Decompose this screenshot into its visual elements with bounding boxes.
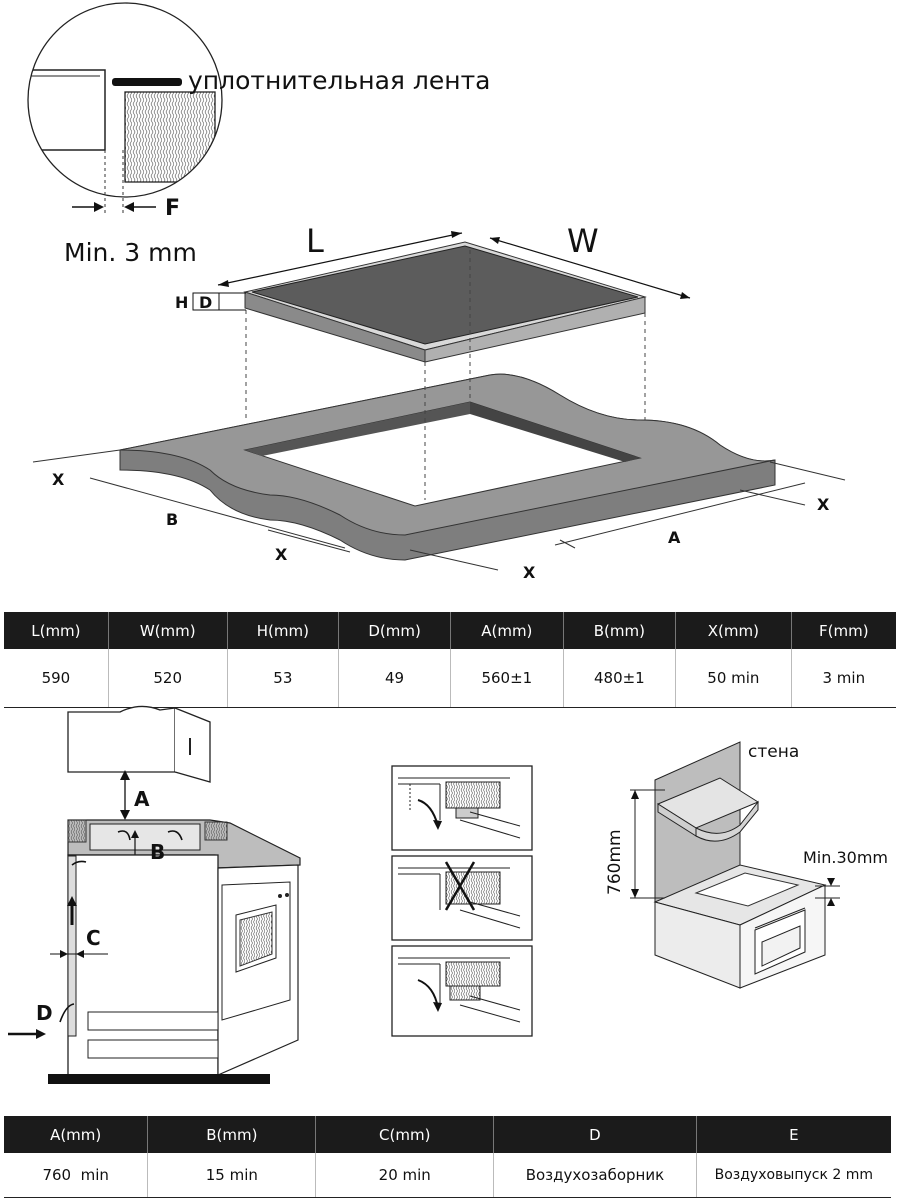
dim-x-bottom-label: X <box>275 545 288 564</box>
table-header-cell: C(mm) <box>315 1116 495 1153</box>
table-cell: Воздухозаборник <box>493 1153 697 1198</box>
table-cell: 560±1 <box>450 649 564 708</box>
detail-circle-outline <box>27 2 223 198</box>
dimensions-table-header: L(mm) W(mm) H(mm) D(mm) A(mm) B(mm) X(mm… <box>4 612 896 649</box>
table-header-cell: A(mm) <box>450 612 564 649</box>
cutout-diagram <box>27 2 846 571</box>
table-cell: 480±1 <box>563 649 677 708</box>
table-row: 760 min 15 min 20 min Воздухозаборник Во… <box>4 1153 891 1198</box>
table-header-cell: X(mm) <box>675 612 792 649</box>
installation-diagram <box>8 705 301 1084</box>
table-header-cell: D(mm) <box>338 612 452 649</box>
table-header-cell: F(mm) <box>791 612 896 649</box>
table-cell: 590 <box>4 649 109 708</box>
table-row: 590 520 53 49 560±1 480±1 50 min 3 min <box>4 649 896 708</box>
table-cell: 53 <box>227 649 340 708</box>
table-header-cell: B(mm) <box>563 612 677 649</box>
dim-b-label: B <box>166 510 179 529</box>
install-d-label: D <box>36 1001 53 1025</box>
table-cell: 15 min <box>147 1153 317 1198</box>
dim-d-label: D <box>199 293 213 312</box>
seal-detail-circle <box>28 3 222 197</box>
dim-f-label: F <box>165 196 181 221</box>
dim-x-left-label: X <box>52 470 65 489</box>
vent-panel-correct-1 <box>391 765 533 851</box>
installation-table-header: A(mm) B(mm) C(mm) D E <box>4 1116 891 1153</box>
wall-clearance-diagram <box>630 741 840 989</box>
table-cell: 3 min <box>791 649 896 708</box>
install-c-label: C <box>86 926 101 950</box>
min-30-label: Min.30mm <box>803 848 889 867</box>
table-cell: Воздуховыпуск 2 mm <box>696 1153 891 1198</box>
install-b-label: B <box>150 840 166 864</box>
vent-panel-correct-2 <box>391 945 533 1037</box>
table-header-cell: H(mm) <box>227 612 340 649</box>
table-header-cell: L(mm) <box>4 612 109 649</box>
table-cell: 760 min <box>4 1153 149 1198</box>
dim-l-line <box>217 232 463 286</box>
dimensions-table: L(mm) W(mm) H(mm) D(mm) A(mm) B(mm) X(mm… <box>4 612 896 708</box>
ventilation-panels <box>391 765 533 1037</box>
dim-w-label: W <box>567 222 599 260</box>
dim-l-label: L <box>306 222 324 260</box>
min-gap-label: Min. 3 mm <box>64 238 197 267</box>
hob-glass <box>251 245 639 345</box>
table-cell: 50 min <box>675 649 792 708</box>
table-header-cell: W(mm) <box>108 612 228 649</box>
dim-w-line <box>489 237 691 299</box>
installation-table: A(mm) B(mm) C(mm) D E 760 min 15 min 20 … <box>4 1116 891 1198</box>
table-cell: 20 min <box>315 1153 495 1198</box>
wall-label: стена <box>748 742 800 762</box>
table-header-cell: D <box>493 1116 697 1153</box>
table-header-cell: E <box>696 1116 891 1153</box>
vent-panel-wrong <box>391 855 533 941</box>
dim-x-bottom2-label: X <box>523 563 536 582</box>
seal-tape-label: уплотнительная лента <box>188 66 491 95</box>
table-cell: 520 <box>108 649 228 708</box>
dim-a-label: A <box>668 528 681 547</box>
table-header-cell: A(mm) <box>4 1116 149 1153</box>
table-header-cell: B(mm) <box>147 1116 317 1153</box>
table-cell: 49 <box>338 649 452 708</box>
dim-h-label: H <box>175 293 189 312</box>
height-760-label: 760mm <box>605 829 625 895</box>
dim-x-right-label: X <box>817 495 830 514</box>
install-a-label: A <box>134 787 150 811</box>
